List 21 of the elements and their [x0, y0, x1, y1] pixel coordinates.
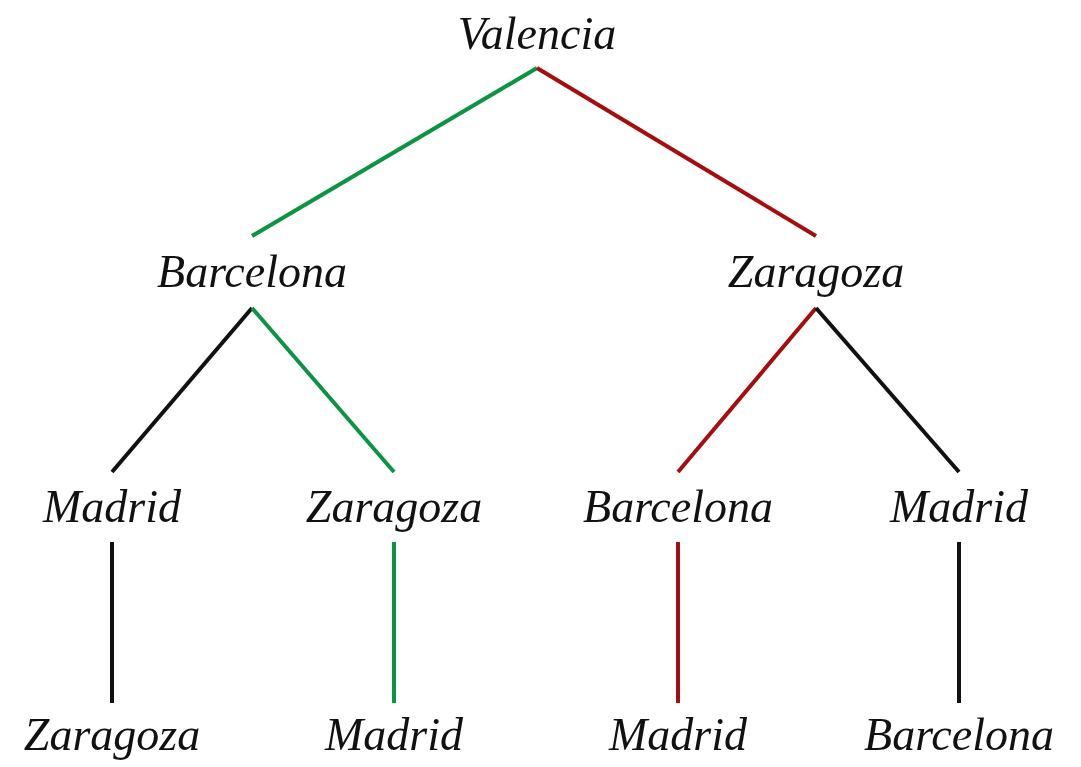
connector-line — [250, 306, 396, 474]
connector-line — [251, 66, 538, 238]
city-label: Madrid — [609, 712, 747, 758]
connector-line — [392, 542, 396, 703]
connector-line — [957, 542, 961, 703]
city-label: Barcelona — [157, 249, 347, 295]
connector-line — [676, 306, 818, 474]
city-label: Zaragoza — [305, 484, 483, 530]
connector-line — [676, 542, 680, 703]
city-label: Madrid — [325, 712, 463, 758]
connector-line — [110, 542, 114, 703]
connector-line — [110, 306, 254, 474]
city-label: Barcelona — [864, 712, 1054, 758]
connector-line — [814, 306, 961, 474]
city-label: Madrid — [890, 484, 1028, 530]
city-label: Zaragoza — [727, 249, 905, 295]
city-label: Barcelona — [583, 484, 773, 530]
city-label: Valencia — [457, 11, 617, 57]
city-label: Madrid — [43, 484, 181, 530]
city-label: Zaragoza — [23, 712, 201, 758]
connector-line — [535, 66, 818, 238]
